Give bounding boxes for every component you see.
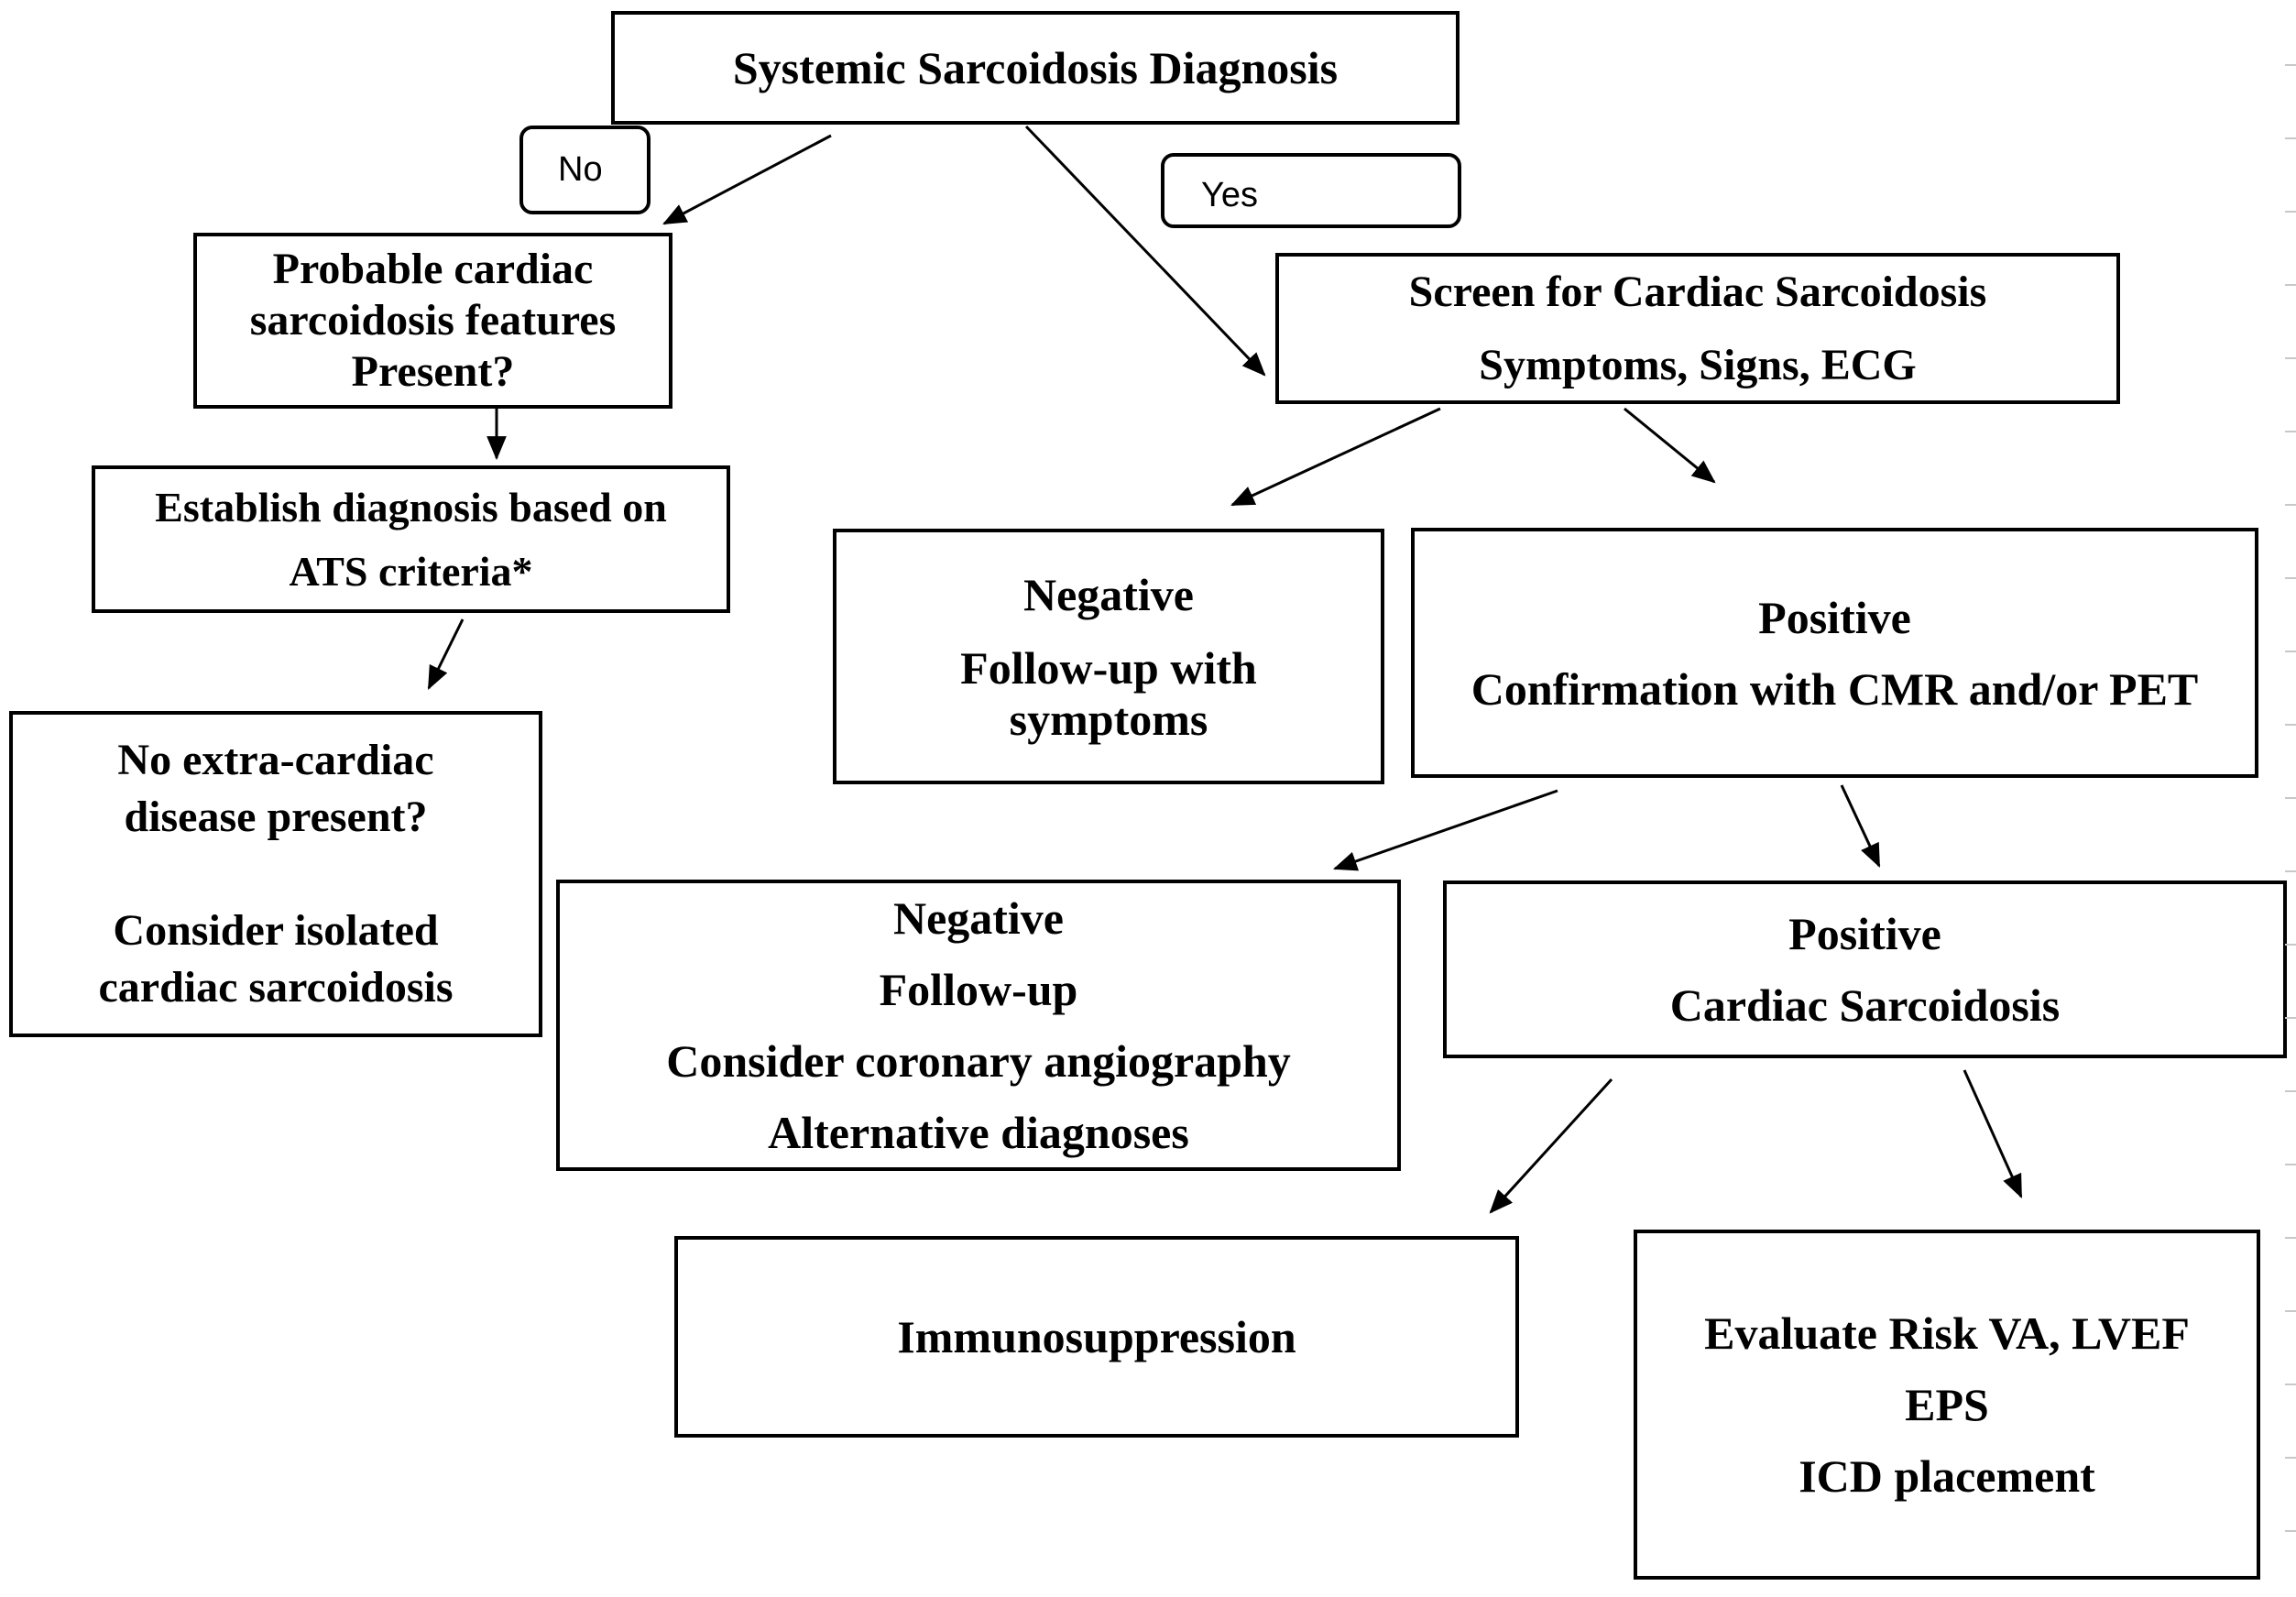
node-line: Probable cardiac (272, 245, 594, 293)
arrow-systemic-to-screen (1024, 125, 1266, 377)
edge-label-no: No (519, 126, 651, 214)
node-screen-cardiac-sarcoidosis: Screen for Cardiac Sarcoidosis Symptoms,… (1275, 253, 2120, 404)
node-line: symptoms (1009, 693, 1208, 745)
node-line: Consider isolated (113, 906, 439, 955)
arrow-pos1-to-neg2 (1332, 789, 1558, 871)
node-evaluate-risk-icd: Evaluate Risk VA, LVEF EPS ICD placement (1634, 1230, 2260, 1580)
arrow-pos1-to-pos2 (1840, 784, 1881, 868)
node-line: Follow-up (879, 964, 1078, 1015)
arrow-establish-to-isolated (427, 618, 465, 690)
arrow-pos2-to-risk (1963, 1069, 2023, 1198)
node-positive-confirmation-cmr-pet: Positive Confirmation with CMR and/or PE… (1411, 528, 2258, 778)
node-systemic-sarcoidosis-diagnosis: Systemic Sarcoidosis Diagnosis (611, 11, 1460, 125)
node-line: Negative (892, 892, 1065, 944)
node-line: No extra-cardiac (117, 736, 434, 784)
node-line: Confirmation with CMR and/or PET (1471, 662, 2199, 715)
node-line: Positive (1758, 591, 1911, 643)
node-line: ICD placement (1799, 1450, 2095, 1502)
arrow-screen-to-neg1 (1230, 407, 1441, 507)
edge-label-no-text: No (558, 150, 603, 189)
arrow-systemic-to-probable (662, 134, 832, 225)
node-line: Positive (1788, 908, 1941, 959)
node-line: Present? (351, 347, 515, 396)
node-isolated-cardiac-sarcoidosis: No extra-cardiac disease present? Consid… (9, 711, 542, 1037)
node-negative-follow-up-symptoms: Negative Follow-up with symptoms (833, 529, 1384, 784)
node-line: Follow-up with (960, 641, 1257, 694)
node-line: cardiac sarcoidosis (98, 963, 454, 1012)
node-line: Symptoms, Signs, ECG (1479, 340, 1917, 389)
node-line: disease present? (124, 793, 428, 841)
node-line: Evaluate Risk VA, LVEF (1704, 1307, 2190, 1359)
node-line: EPS (1905, 1379, 1989, 1430)
page-edge-ticks (2283, 0, 2296, 1597)
node-line: Alternative diagnoses (768, 1107, 1189, 1158)
edge-label-yes: Yes (1161, 153, 1461, 228)
arrow-pos2-to-immuno (1489, 1077, 1613, 1214)
node-line: Immunosuppression (897, 1311, 1296, 1362)
node-line: Cardiac Sarcoidosis (1669, 979, 2061, 1031)
node-line: Systemic Sarcoidosis Diagnosis (732, 42, 1339, 93)
node-line: Negative (1022, 568, 1195, 620)
node-line: sarcoidosis features (249, 296, 617, 345)
node-establish-diagnosis-ats: Establish diagnosis based on ATS criteri… (92, 465, 730, 613)
node-line: Consider coronary angiography (666, 1035, 1291, 1087)
node-probable-cardiac-features: Probable cardiac sarcoidosis features Pr… (193, 233, 672, 409)
node-negative-alternative-diagnoses: Negative Follow-up Consider coronary ang… (556, 880, 1401, 1171)
edge-label-yes-text: Yes (1201, 175, 1258, 214)
node-line: ATS criteria* (289, 547, 533, 595)
node-immunosuppression: Immunosuppression (674, 1236, 1519, 1438)
arrow-screen-to-pos1 (1624, 407, 1716, 484)
node-line: Screen for Cardiac Sarcoidosis (1408, 267, 1987, 316)
node-line: Establish diagnosis based on (155, 483, 667, 531)
node-positive-cardiac-sarcoidosis: Positive Cardiac Sarcoidosis (1443, 881, 2287, 1058)
